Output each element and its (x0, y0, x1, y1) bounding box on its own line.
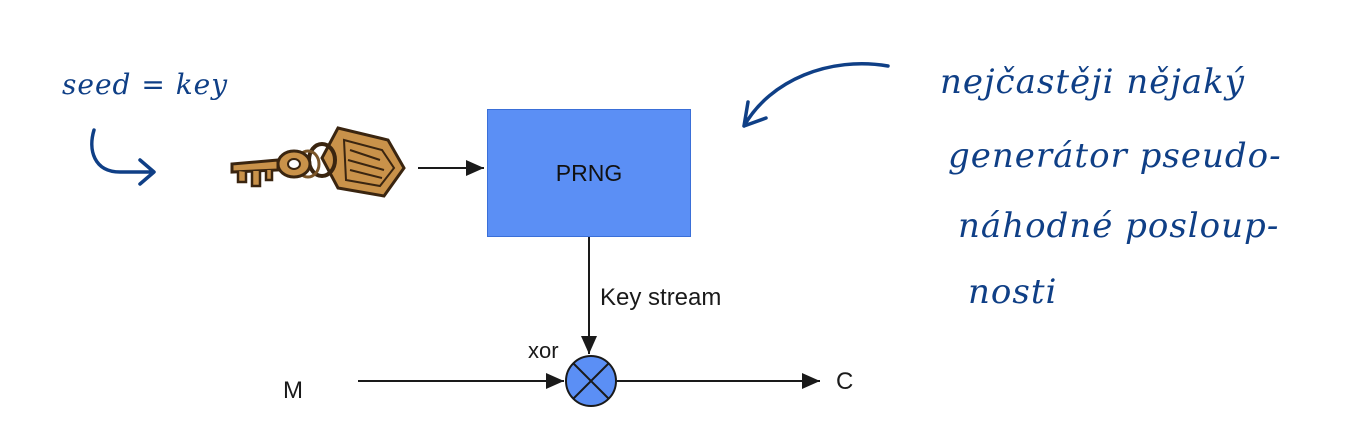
keystream-label: Key stream (600, 284, 722, 311)
prng-note-line-1: nejčastěji nějaký (940, 62, 1245, 102)
message-label: M (283, 377, 303, 404)
xor-label: xor (528, 338, 559, 363)
prng-block: PRNG (487, 109, 691, 237)
prng-label: PRNG (555, 159, 623, 186)
prng-note-line-2: generátor pseudo- (948, 136, 1282, 176)
cipher-label: C (836, 368, 854, 395)
xor-node (565, 355, 617, 407)
annotation-curved-arrow (742, 62, 890, 128)
key-icon (230, 126, 406, 198)
seed-hook-arrow (90, 128, 156, 186)
prng-note-line-4: nosti (968, 272, 1058, 312)
seed-note: seed = key (62, 68, 229, 101)
prng-note-line-3: náhodné posloup- (958, 206, 1280, 246)
